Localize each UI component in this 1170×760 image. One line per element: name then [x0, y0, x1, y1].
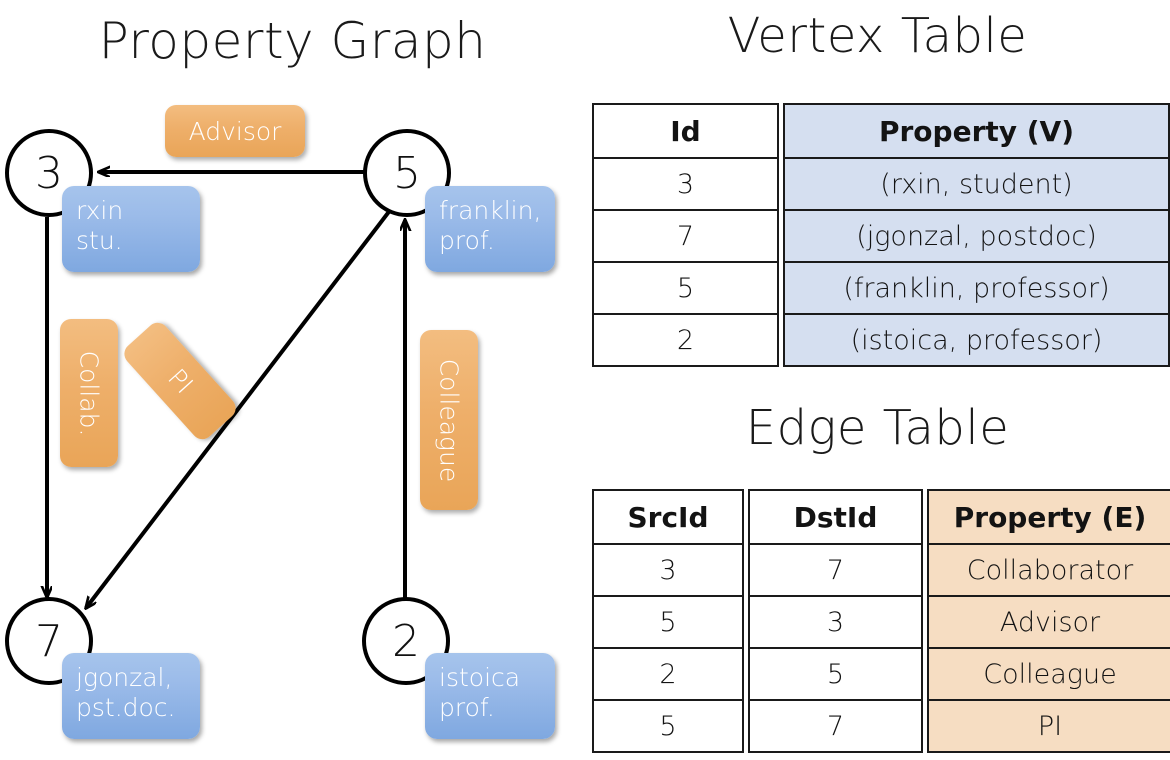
vertex-property-box-3-line1: rxin — [76, 196, 124, 225]
edge-table-cell-property-0: Collaborator — [927, 543, 1170, 597]
vertex-table-cell-id-1: 7 — [592, 209, 779, 263]
vertex-table-header-property: Property (V) — [783, 103, 1170, 159]
edge-table-cell-dstid-2: 5 — [748, 647, 923, 701]
graph-node-3-label: 3 — [35, 147, 63, 199]
vertex-property-box-5-line1: franklin, — [439, 196, 542, 225]
vertex-property-box-7[interactable]: jgonzal, pst.doc. — [62, 653, 200, 739]
graph-node-2-label: 2 — [392, 615, 420, 667]
edge-table-cell-srcid-3: 5 — [592, 699, 744, 753]
edge-table-cell-dstid-1: 3 — [748, 595, 923, 649]
vertex-property-box-2-line2: prof. — [439, 692, 495, 722]
edge-table-cell-property-2: Colleague — [927, 647, 1170, 701]
vertex-table-cell-property-0: (rxin, student) — [783, 157, 1170, 211]
edge-table-cell-srcid-0: 3 — [592, 543, 744, 597]
edge-label-colleague-text: Colleague — [434, 358, 464, 482]
edge-table-srcid-column: SrcId 3 5 2 5 — [592, 489, 744, 753]
vertex-property-box-5[interactable]: franklin, prof. — [425, 186, 555, 272]
edge-label-pi-text: PI — [161, 362, 199, 400]
vertex-table-cell-property-2: (franklin, professor) — [783, 261, 1170, 315]
page-title-property-graph: Property Graph — [98, 12, 487, 70]
vertex-property-box-7-line2: pst.doc. — [76, 692, 176, 722]
property-graph-diagram: 3 5 7 2 rxin stu. franklin, prof. jgonza… — [0, 0, 585, 760]
edge-table-cell-dstid-0: 7 — [748, 543, 923, 597]
edge-table-cell-property-1: Advisor — [927, 595, 1170, 649]
vertex-table-cell-id-0: 3 — [592, 157, 779, 211]
vertex-table-header-id: Id — [592, 103, 779, 159]
edge-label-advisor[interactable]: Advisor — [165, 105, 305, 157]
edge-table-cell-srcid-1: 5 — [592, 595, 744, 649]
vertex-property-box-3-line2: stu. — [76, 225, 123, 255]
vertex-property-box-2-line1: istoica — [439, 663, 521, 692]
edge-table-cell-property-3: PI — [927, 699, 1170, 753]
vertex-table-cell-property-3: (istoica, professor) — [783, 313, 1170, 367]
edge-label-collab-text: Collab. — [74, 350, 104, 436]
vertex-table-cell-property-1: (jgonzal, postdoc) — [783, 209, 1170, 263]
vertex-table-cell-id-2: 5 — [592, 261, 779, 315]
graph-edges-svg — [0, 0, 585, 760]
edge-5-to-7 — [86, 207, 393, 608]
edge-label-collab[interactable]: Collab. — [60, 319, 118, 467]
page-title-vertex-table: Vertex Table — [727, 8, 1028, 64]
graph-node-5-label: 5 — [393, 147, 421, 199]
edge-table-cell-srcid-2: 2 — [592, 647, 744, 701]
vertex-property-box-5-line2: prof. — [439, 225, 495, 255]
graph-node-2[interactable]: 2 — [362, 597, 450, 685]
edge-table-dstid-column: DstId 7 3 5 7 — [748, 489, 923, 753]
graph-node-7-label: 7 — [35, 615, 63, 667]
vertex-table-property-column: Property (V) (rxin, student) (jgonzal, p… — [783, 103, 1170, 367]
edge-label-advisor-text: Advisor — [188, 116, 282, 146]
edge-table-cell-dstid-3: 7 — [748, 699, 923, 753]
edge-table-header-srcid: SrcId — [592, 489, 744, 545]
page-title-edge-table: Edge Table — [745, 400, 1010, 456]
vertex-property-box-7-line1: jgonzal, — [76, 663, 173, 692]
vertex-property-box-3[interactable]: rxin stu. — [62, 186, 200, 272]
vertex-table-id-column: Id 3 7 5 2 — [592, 103, 779, 367]
vertex-table: Id 3 7 5 2 Property (V) (rxin, student) … — [592, 103, 1170, 367]
edge-table-property-column: Property (E) Collaborator Advisor Collea… — [927, 489, 1170, 753]
edge-table-header-property: Property (E) — [927, 489, 1170, 545]
edge-table: SrcId 3 5 2 5 DstId 7 3 5 7 Property (E)… — [592, 489, 1170, 753]
graph-node-5[interactable]: 5 — [363, 129, 451, 217]
edge-table-header-dstid: DstId — [748, 489, 923, 545]
vertex-property-box-2[interactable]: istoica prof. — [425, 653, 555, 739]
edge-label-colleague[interactable]: Colleague — [420, 330, 478, 510]
vertex-table-cell-id-3: 2 — [592, 313, 779, 367]
